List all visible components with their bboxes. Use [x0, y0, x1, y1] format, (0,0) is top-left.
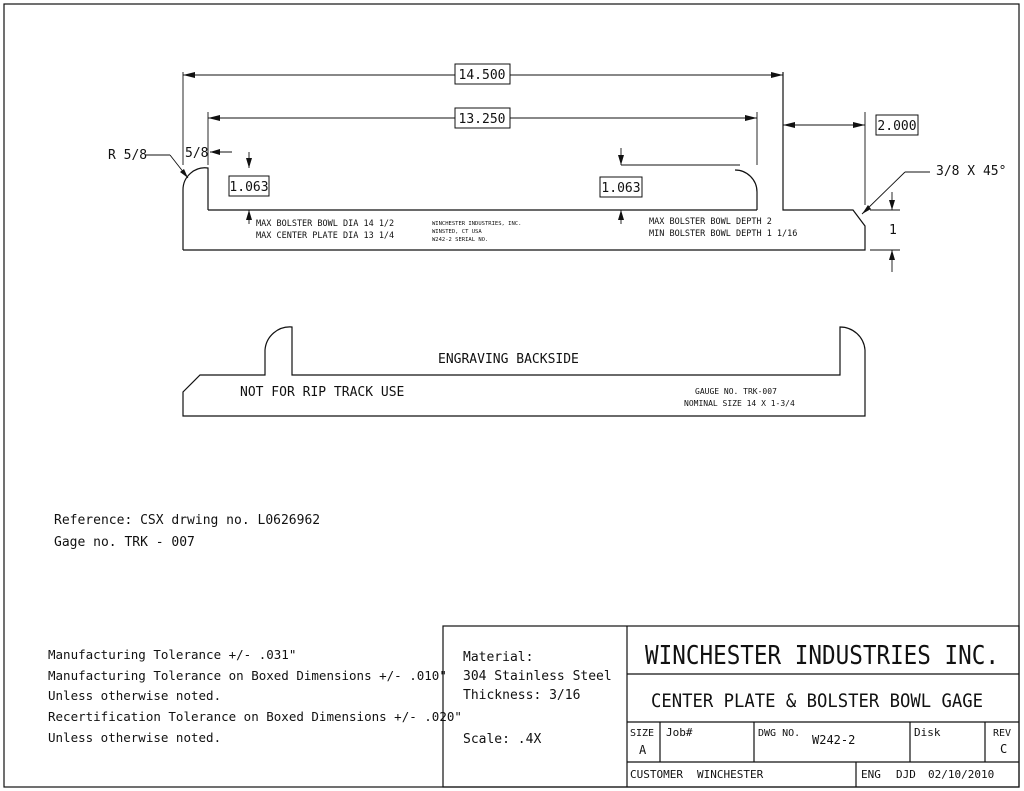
- chamfer-label: 3/8 X 45°: [936, 164, 1006, 179]
- scale-value: Scale: .4X: [463, 732, 541, 747]
- note-max-bowl-dia: MAX BOLSTER BOWL DIA 14 1/2: [256, 219, 394, 229]
- reference-line-2: Gage no. TRK - 007: [54, 535, 195, 550]
- chamfer-callout: 3/8 X 45°: [861, 164, 1006, 215]
- note-min-bowl-depth: MIN BOLSTER BOWL DEPTH 1 1/16: [649, 229, 797, 239]
- left-offset-label: 5/8: [185, 146, 208, 161]
- thickness-value: Thickness: 3/16: [463, 688, 580, 703]
- backside-title: ENGRAVING BACKSIDE: [438, 352, 579, 367]
- date-value: 02/10/2010: [928, 768, 994, 781]
- material-value: 304 Stainless Steel: [463, 669, 612, 684]
- tolerance-line-5: Unless otherwise noted.: [48, 730, 221, 745]
- rev-value: C: [1000, 742, 1007, 756]
- backside-outline: [182, 326, 866, 417]
- dim-thickness: 1: [870, 192, 900, 272]
- backside-warning: NOT FOR RIP TRACK USE: [240, 385, 404, 400]
- radius-callout: R 5/8: [108, 148, 189, 179]
- radius-label: R 5/8: [108, 148, 147, 163]
- dim-center-plate-right: 1.063: [599, 148, 740, 224]
- customer-value: WINCHESTER: [697, 768, 764, 781]
- dim-center-plate-left: 1.063: [228, 152, 270, 224]
- dim-center-plate-left-value: 1.063: [229, 180, 268, 195]
- dim-step-width-value: 2.000: [877, 119, 916, 134]
- note-maker-3: W242-2 SERIAL NO.: [432, 237, 488, 243]
- dim-overall-length: 14.500: [182, 63, 783, 165]
- note-maker-1: WINCHESTER INDUSTRIES, INC.: [432, 221, 521, 227]
- size-value: A: [639, 743, 647, 757]
- eng-label: ENG: [861, 768, 881, 781]
- left-offset-callout: 5/8: [185, 146, 232, 161]
- dwg-number: W242-2: [812, 733, 855, 747]
- dim-inner-length-value: 13.250: [459, 112, 506, 127]
- reference-line-1: Reference: CSX drwing no. L0626962: [54, 513, 320, 528]
- dwg-label: DWG NO.: [758, 728, 800, 739]
- disk-label: Disk: [914, 726, 941, 739]
- dim-thickness-value: 1: [889, 223, 897, 238]
- gage-profile-backside: [182, 326, 866, 417]
- title-block: [442, 625, 1020, 788]
- tolerance-line-1: Manufacturing Tolerance +/- .031": [48, 647, 296, 662]
- tolerance-line-3: Unless otherwise noted.: [48, 688, 221, 703]
- customer-label: CUSTOMER: [630, 768, 683, 781]
- dim-inner-length: 13.250: [207, 107, 758, 165]
- backside-gauge-no: GAUGE NO. TRK-007: [695, 387, 777, 396]
- dim-center-plate-right-value: 1.063: [601, 181, 640, 196]
- material-label: Material:: [463, 650, 533, 665]
- company-name: WINCHESTER INDUSTRIES INC.: [645, 641, 999, 671]
- tolerance-line-4: Recertification Tolerance on Boxed Dimen…: [48, 709, 462, 724]
- size-label: SIZE: [630, 728, 654, 739]
- dim-step-width: 2.000: [783, 112, 919, 205]
- backside-nominal-size: NOMINAL SIZE 14 X 1-3/4: [684, 399, 795, 408]
- note-max-bowl-depth: MAX BOLSTER BOWL DEPTH 2: [649, 217, 772, 227]
- dim-overall-length-value: 14.500: [459, 68, 506, 83]
- job-label: Job#: [666, 726, 693, 739]
- note-maker-2: WINSTED, CT USA: [432, 229, 482, 235]
- eng-value: DJD: [896, 768, 916, 781]
- tolerance-line-2: Manufacturing Tolerance on Boxed Dimensi…: [48, 668, 447, 683]
- note-max-plate-dia: MAX CENTER PLATE DIA 13 1/4: [256, 231, 394, 241]
- part-name: CENTER PLATE & BOLSTER BOWL GAGE: [651, 690, 983, 712]
- gage-profile-front: [182, 72, 866, 251]
- gage-outline: [182, 72, 866, 251]
- rev-label: REV: [993, 728, 1011, 739]
